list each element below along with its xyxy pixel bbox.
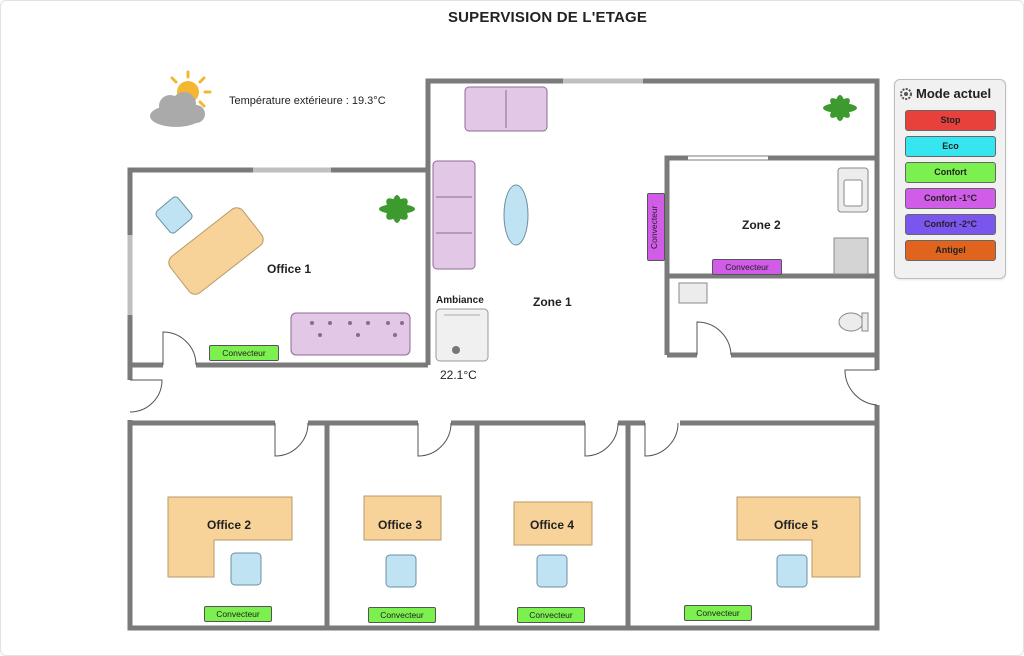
outdoor-temperature: Température extérieure : 19.3°C <box>229 95 386 107</box>
mode-panel: Mode actuel Stop Eco Confort Confort -1°… <box>894 79 1006 279</box>
mode-panel-title: Mode actuel <box>899 86 991 101</box>
room-label-zone2: Zone 2 <box>742 218 781 232</box>
mode-button-confort-minus1[interactable]: Confort -1°C <box>905 188 996 209</box>
ambiance-label: Ambiance <box>436 295 484 306</box>
sun-cloud-icon <box>150 70 212 127</box>
bottom-outer-wall <box>127 405 880 631</box>
convector-office3[interactable]: Convecteur <box>368 607 436 623</box>
zone1-outer-wall <box>425 78 880 370</box>
convector-zone2[interactable]: Convecteur <box>712 259 782 275</box>
convector-office4[interactable]: Convecteur <box>517 607 585 623</box>
mode-button-confort-minus2[interactable]: Confort -2°C <box>905 214 996 235</box>
room-label-office4: Office 4 <box>530 518 575 532</box>
convector-zone1[interactable]: Convecteur <box>647 193 665 261</box>
mode-button-antigel[interactable]: Antigel <box>905 240 996 261</box>
room-label-office5: Office 5 <box>774 518 819 532</box>
room-label-office1: Office 1 <box>267 262 312 276</box>
room-label-office2: Office 2 <box>207 518 252 532</box>
page-title: SUPERVISION DE L'ETAGE <box>447 9 648 26</box>
thermostat-device <box>435 308 489 362</box>
ambiance-temperature: 22.1°C <box>440 368 477 382</box>
gear-icon <box>900 87 912 100</box>
room-label-office3: Office 3 <box>378 518 423 532</box>
convector-office1[interactable]: Convecteur <box>209 345 279 361</box>
convector-office5[interactable]: Convecteur <box>684 605 752 621</box>
room-label-zone1: Zone 1 <box>533 295 572 309</box>
mode-button-stop[interactable]: Stop <box>905 110 996 131</box>
mode-title-text: Mode actuel <box>916 86 992 101</box>
mode-button-eco[interactable]: Eco <box>905 136 996 157</box>
convector-office2[interactable]: Convecteur <box>204 606 272 622</box>
mode-button-confort[interactable]: Confort <box>905 162 996 183</box>
